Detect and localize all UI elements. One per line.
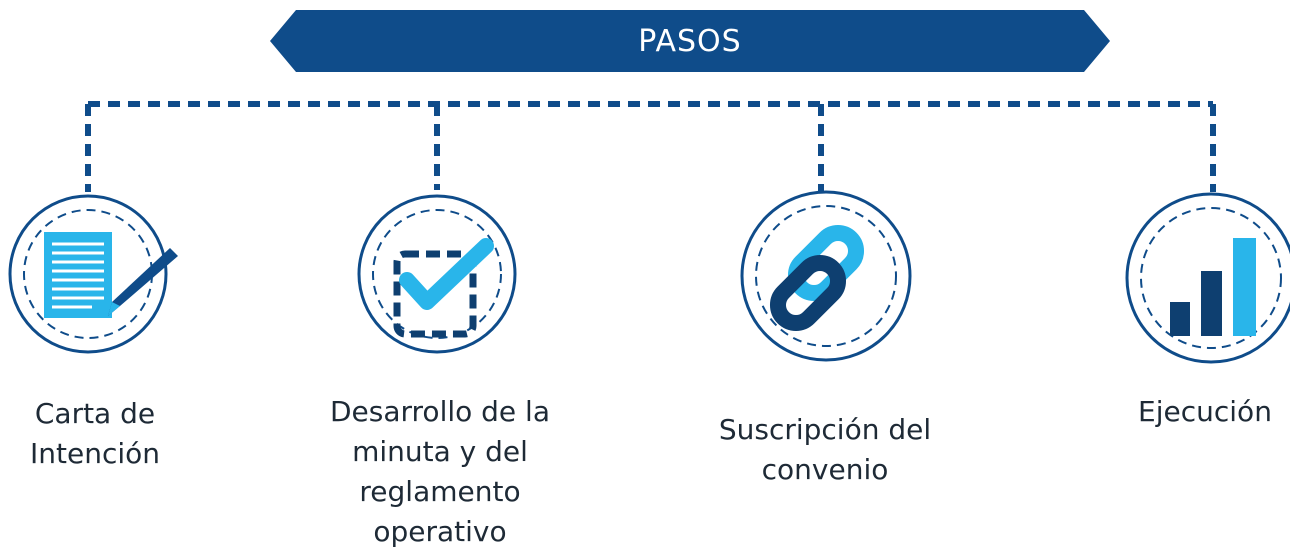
step-2-label: Desarrollo de la minuta y del reglamento… [329,395,550,548]
bar-chart-icon [1170,238,1256,336]
step-1-label: Carta de Intención [29,397,160,470]
checkbox-check-icon [393,238,494,338]
step-1-circle [8,194,178,354]
connector-lines [85,101,1216,192]
step-2-circle [357,194,517,354]
step-4-circle [1125,192,1290,364]
step-3-circle [740,190,912,362]
title-banner [270,10,1110,72]
chain-link-icon [769,224,865,332]
step-3-label: Suscripción del convenio [718,413,932,486]
page-title: PASOS [638,23,742,59]
document-pen-icon [44,232,178,318]
step-4-label: Ejecución [1138,395,1272,428]
